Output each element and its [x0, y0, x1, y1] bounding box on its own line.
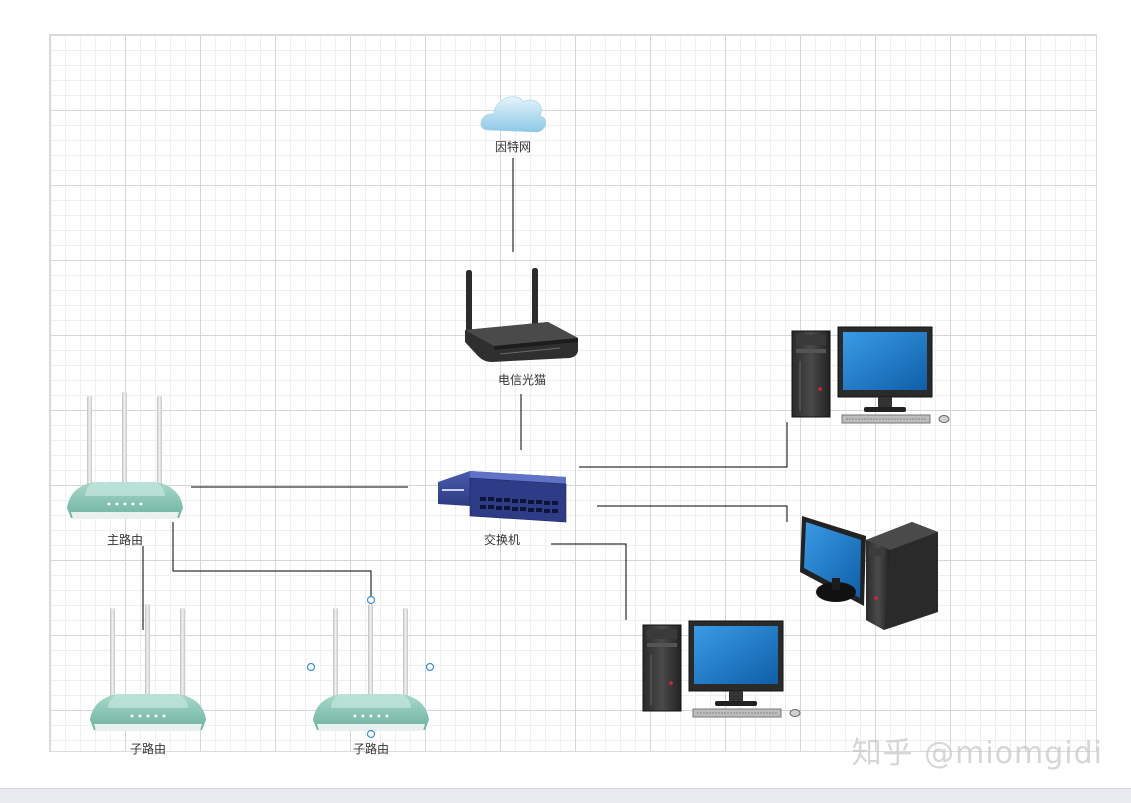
selection-handles[interactable] — [306, 595, 435, 739]
desktop-computer-icon — [791, 326, 950, 424]
node-pc-3[interactable] — [642, 620, 801, 718]
node-main-router[interactable] — [67, 392, 183, 519]
selection-handle-right — [425, 662, 435, 672]
label-modem: 电信光猫 — [497, 373, 547, 387]
wifi-router-icon — [90, 604, 206, 731]
node-sub-router-1[interactable] — [90, 604, 206, 731]
connector-switch-pc3 — [551, 543, 627, 620]
label-sub-router-1: 子路由 — [129, 742, 167, 756]
node-pc-2[interactable] — [800, 516, 938, 630]
wifi-router-icon — [313, 604, 429, 731]
node-pc-1[interactable] — [791, 326, 950, 424]
network-switch-icon — [438, 471, 567, 523]
node-internet[interactable] — [480, 96, 547, 133]
label-internet: 因特网 — [494, 140, 532, 154]
label-main-router: 主路由 — [106, 533, 144, 547]
watermark: 知乎 @miomgidi — [851, 736, 1103, 771]
node-switch[interactable] — [438, 471, 567, 523]
selection-handle-bottom — [366, 729, 376, 739]
node-modem[interactable] — [465, 268, 578, 362]
cloud-icon — [480, 96, 547, 133]
connector-switch-pc2 — [597, 505, 788, 522]
label-sub-router-2: 子路由 — [352, 742, 390, 756]
desktop-computer-icon — [800, 516, 938, 630]
node-sub-router-2[interactable] — [313, 604, 429, 731]
wifi-router-icon — [67, 392, 183, 519]
desktop-computer-icon — [642, 620, 801, 718]
modem-router-icon — [465, 268, 578, 362]
connector-switch-pc1 — [579, 422, 788, 468]
selection-handle-top — [366, 595, 376, 605]
connectors — [142, 158, 788, 630]
selection-handle-left — [306, 662, 316, 672]
label-switch: 交换机 — [483, 533, 521, 547]
connector-main-router-sub2 — [172, 522, 372, 598]
bottom-scroll-area — [0, 788, 1131, 803]
